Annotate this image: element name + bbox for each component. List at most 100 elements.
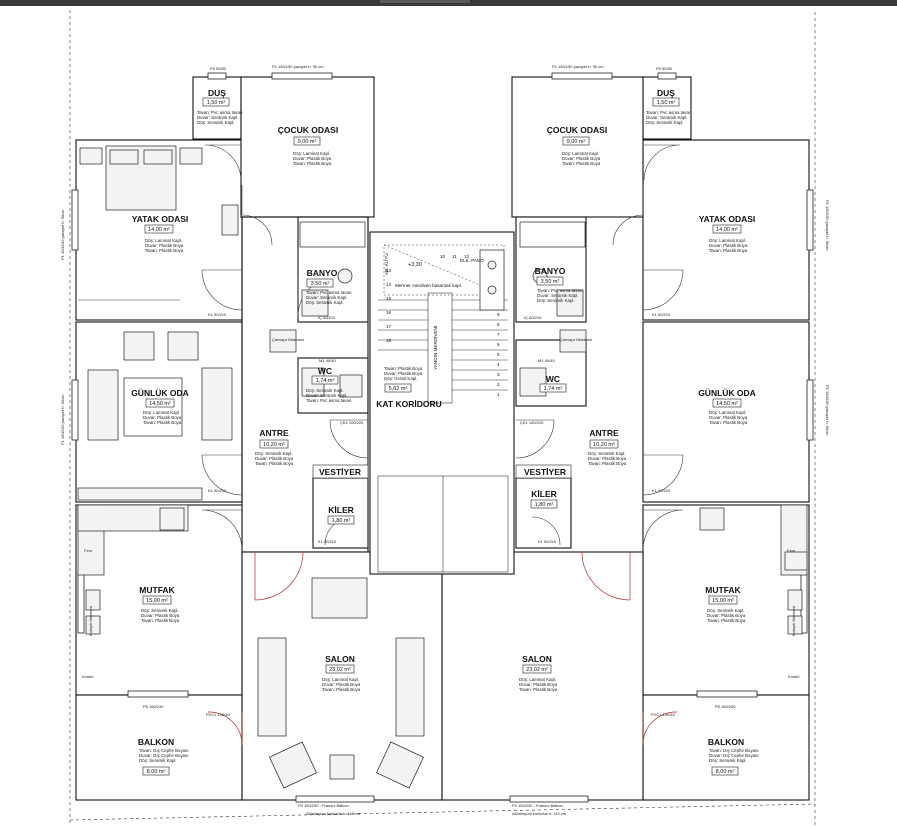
antre-finish-3: Tavan: Plastik Boya [255,461,294,466]
antre-right-finish-2: Duvar: Plastik Boya [588,456,627,461]
door-tag-kiler: K1 90/210 [318,539,337,544]
yatak-finish-2: Duvar: Plastik Boya [145,243,184,248]
yatak-finish-1: Döş: Laminat Kapl. [145,238,182,243]
salon-right-finish-1: Döş: Laminat Kapl. [519,677,556,682]
sofa [201,367,233,441]
salon-right-finish-3: Tavan: Plastik Boya [519,687,558,692]
room-name-wc: WC [318,366,332,376]
stair-step-number: 11 [452,254,457,259]
room-area-antre: 10,20 m² [263,442,285,448]
room-name-salon-right: SALON [522,654,552,664]
door-tag-gunluk: K1 90/210 [208,488,227,493]
dus-right-finish-3: Döş: Seramik Kapl. [646,120,684,125]
room-name-gunluk: GÜNLÜK ODA [131,388,189,398]
banyo-right-finish-2: Duvar: Seramik Kapl. [537,293,578,298]
coffee-table [329,754,355,780]
room-area-wc: 1,74 m² [316,378,335,384]
dining-table [311,577,368,619]
antre-right-finish-1: Döş: Seramik Kapl. [588,451,626,456]
camasir-label: Çamaşır Makinesi [272,337,304,342]
salon-right-window-tag: P4 150/230 - Fransız Balkon [512,803,563,808]
room-area-salon: 23,02 m² [329,667,351,673]
room-area-balkon: 8,00 m² [147,769,166,775]
mutfak-finish-2: Duvar: Plastik Boya [141,613,180,618]
dus-right-finish-1: Tavan: Pvc asma tavan [646,110,692,115]
room-name-mutfak: MUTFAK [139,585,175,595]
room-name-vestiyer-right: VESTİYER [524,467,566,477]
room-area-dus: 1,50 m² [207,100,226,106]
wc-finish-1: Döş: Seramik Kapl. [306,388,344,393]
right-unit-labels: DUŞ 1,50 m² Tavan: Pvc asma tavan Duvar:… [512,64,830,816]
dus-right-window-tag: P5 50/50 [656,66,673,71]
cocuk-right-window-tag: P1 150/150 parapet h: 90 cm [552,64,604,69]
bulasik-label-right: Bulaşık Makinesi [791,606,796,636]
ar-kuyu: AR. KUYU [384,253,389,275]
stair-step-number: 7 [497,332,500,337]
cocuk-window-tag: P1 150/150 parapet h: 90 cm [272,64,324,69]
room-area-cocuk-right: 9,00 m² [567,139,586,145]
antre-finish-2: Duvar: Plastik Boya [255,456,294,461]
room-area-banyo-right: 3,50 m² [541,279,560,285]
room-name-wc-right: WC [546,374,560,384]
dus-finish-2: Duvar: Seramik Kapl. [197,115,238,120]
stair-step-number: 3 [497,372,500,377]
dus-finish-3: Döş: Seramik Kapl. [197,120,235,125]
mutfak-finish-1: Döş: Seramik Kapl. [141,608,179,613]
room-name-gunluk-right: GÜNLÜK ODA [698,388,756,398]
room-name-cocuk: ÇOCUK ODASI [278,125,338,135]
window-top-bar [0,0,897,6]
room-area-gunluk-right: 14,50 m² [716,401,738,407]
room-name-yatak-right: YATAK ODASI [699,214,756,224]
room-name-vestiyer: VESTİYER [319,467,361,477]
room-area-gunluk: 14,50 m² [149,401,171,407]
stair-step-number: 6 [497,342,500,347]
room-name-antre-right: ANTRE [589,428,619,438]
stair-note: Mermer merdiven basamak kapl. [395,283,462,288]
tv-unit [77,487,203,501]
armchair [167,331,199,361]
gunluk-oda-room-right [642,321,810,503]
mutfak-right-finish-2: Duvar: Plastik Boya [707,613,746,618]
mutfak-right-finish-3: Tavan: Plastik Boya [707,618,746,623]
stair-step-number: 12 [464,254,470,259]
salon-finish-2: Duvar: Plastik Boya [322,682,361,687]
gunluk-finish-3: Tavan: Plastik Boya [143,420,182,425]
firin-label: Fırın [84,548,92,553]
stair-step-number: 14 [386,282,392,287]
dus-room [192,76,242,140]
corridor-finish-2: Duvar: Plastik Boya [384,371,423,376]
gunluk-window-tag: P1 150/150 parapet h: 90cm [60,394,65,445]
room-area-cocuk: 9,00 m² [298,139,317,145]
wc-finish-3: Tavan: Pvc asma tavan [306,398,352,403]
core-labels: KAT KORİDORU Tavan: Plastik Boya Duvar: … [376,253,484,409]
door-tag-banyo: İÇ 60/210 [318,315,336,320]
room-name-banyo-right: BANYO [535,266,566,276]
gunluk-right-finish-1: Döş: Laminat Kapl. [709,410,746,415]
room-area-balkon-right: 8,00 m² [716,769,735,775]
antre-finish-1: Döş: Seramik Kapl. [255,451,293,456]
balkon-finish-1: Tavan: Dış Cephe Boyası [139,748,189,753]
room-name-balkon: BALKON [138,737,174,747]
gunluk-finish-2: Duvar: Plastik Boya [143,415,182,420]
floor-level: +3,30 [408,262,422,268]
elk-pano: ELK. PANO [460,258,484,263]
door-tag-gunluk-right: K1 90/210 [652,488,671,493]
room-area-kiler: 1,80 m² [332,518,351,524]
balkon-finish-3: Döş: Seramik Kapl. [139,758,177,763]
room-name-salon: SALON [325,654,355,664]
balkon-window-tag: P5 160/240 [143,704,164,709]
stair-step-number: 9 [497,312,500,317]
window-tag-balkon: PVC1 100/40 [206,712,231,717]
banyo-finish-3: Döş: Seramik Kapl. [306,300,344,305]
yatak-right-finish-2: Duvar: Plastik Boya [709,243,748,248]
antre-right-finish-3: Tavan: Plastik Boya [588,461,627,466]
gunluk-right-window-tag: P1 150/150 parapet h: 90cm [825,385,830,436]
salon-room-right [441,551,644,801]
mutfak-right-finish-1: Döş: Seramik Kapl. [707,608,745,613]
stair-step-number: 4 [497,362,500,367]
vestiyer-box [312,464,369,479]
room-name-cocuk-right: ÇOCUK ODASI [547,125,607,135]
balkon-right-finish-3: Döş: Seramik Kapl. [709,758,747,763]
windows-left [71,72,375,803]
